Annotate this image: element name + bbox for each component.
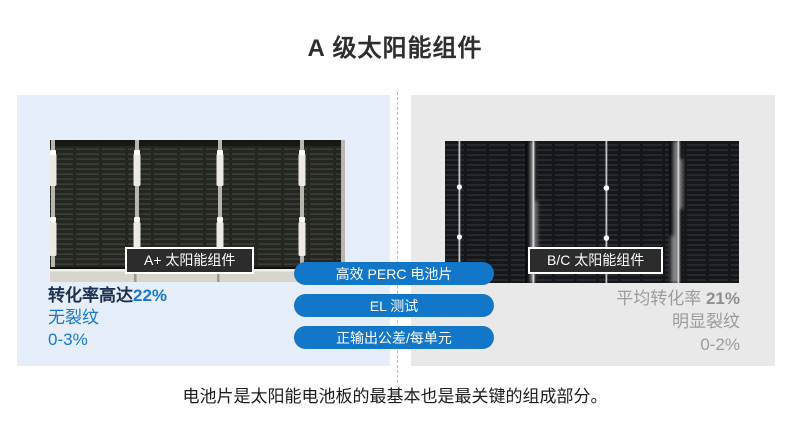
bc-conversion-prefix: 平均转化率	[616, 289, 706, 308]
bc-stats: 平均转化率 21% 明显裂纹 0-2%	[616, 287, 740, 356]
bc-crack-status: 明显裂纹	[672, 312, 740, 331]
bc-grade-badge: B/C 太阳能组件	[528, 247, 664, 274]
a-grade-panel: A+ 太阳能组件 转化率高达22% 无裂纹 0-3%	[17, 95, 390, 366]
feature-pill-stack: 高效 PERC 电池片 EL 测试 正输出公差/每单元	[294, 262, 494, 349]
bc-grade-badge-label: B/C 太阳能组件	[547, 252, 645, 268]
bc-grade-panel: B/C 太阳能组件 平均转化率 21% 明显裂纹 0-2%	[411, 95, 775, 366]
bc-conversion-rate: 平均转化率 21%	[616, 287, 740, 310]
a-plus-conversion-value: 22%	[133, 286, 168, 305]
bc-conversion-value: 21%	[705, 289, 740, 308]
page-title: A 级太阳能组件	[307, 35, 483, 62]
a-plus-conversion-prefix: 转化率高达	[48, 286, 133, 305]
a-plus-solar-cell-image	[50, 140, 345, 282]
a-plus-tolerance-range: 0-3%	[48, 330, 88, 349]
bc-tolerance-range: 0-2%	[700, 335, 740, 354]
a-plus-conversion-rate: 转化率高达22%	[48, 285, 167, 307]
feature-button-perc-cells[interactable]: 高效 PERC 电池片	[294, 262, 494, 285]
a-plus-crack-status: 无裂纹	[48, 308, 99, 327]
a-plus-grade-badge-label: A+ 太阳能组件	[144, 252, 236, 268]
feature-button-el-test[interactable]: EL 测试	[294, 294, 494, 317]
a-plus-grade-badge: A+ 太阳能组件	[125, 247, 255, 274]
vertical-dashed-divider	[397, 92, 398, 383]
feature-button-positive-tolerance[interactable]: 正输出公差/每单元	[294, 326, 494, 349]
a-plus-stats: 转化率高达22% 无裂纹 0-3%	[48, 285, 167, 351]
bottom-caption: 电池片是太阳能电池板的最基本也是最关键的组成部分。	[182, 387, 608, 406]
